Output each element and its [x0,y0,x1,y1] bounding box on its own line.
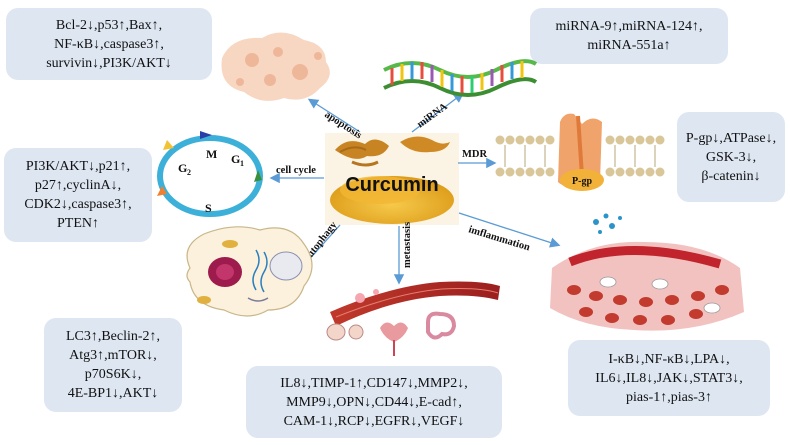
pgp-label: P-gp [572,176,592,187]
mirna-box: miRNA-9↑,miRNA-124↑, miRNA-551a↑ [530,8,728,64]
membrane-pgp-icon [495,113,665,191]
autophagy-line: 4E-BP1↓,AKT↓ [67,386,159,401]
mdr-line: β-catenin↓ [701,168,761,184]
curcumin-title: Curcumin [345,174,438,196]
autophagy-line: p70S6K↓, [84,367,142,382]
metastasis-box: IL8↓,TIMP-1↑,CD147↓,MMP2↓, MMP9↓,OPN↓,CD… [246,366,502,438]
phase-g1-label: G [231,152,240,166]
mirna-strand-icon [383,59,538,97]
inflammation-label: imflammation [467,224,531,253]
cell-cycle-box: PI3K/AKT↓,p21↑, p27↑,cyclinA↓, CDK2↓,cas… [4,148,152,242]
metastasis-label: metastasis [402,222,413,268]
autophagy-line: LC3↑,Beclin-2↑, [65,329,161,344]
mirna-label: miRNA [415,101,450,130]
mdr-line: GSK-3↓, [705,149,757,165]
apoptosis-line: survivin↓,PI3K/AKT↓ [46,55,172,71]
inflammation-line: IL6↓,IL8↓,JAK↓,STAT3↓, [595,370,743,386]
autophagy-cell-icon [186,226,313,317]
inflamed-tissue-icon [550,213,744,331]
autophagy-line: Atg3↑,mTOR↓, [69,348,157,363]
apoptosis-line: NF-κB↓,caspase3↑, [54,36,164,52]
cell-cycle-icon [157,131,263,217]
phase-s-label: S [205,201,212,215]
metastasis-vessel-icon [326,281,500,356]
apoptosis-box: Bcl-2↓,p53↑,Bax↑, NF-κB↓,caspase3↑, surv… [6,8,212,80]
cell-cycle-label: cell cycle [276,165,316,176]
mdr-label: MDR [462,149,487,160]
phase-m-label: M [206,147,217,161]
inflammation-box: I-κB↓,NF-κB↓,LPA↓, IL6↓,IL8↓,JAK↓,STAT3↓… [568,340,770,416]
cell-cycle-line: CDK2↓,caspase3↑, [24,197,132,212]
cell-cycle-line: PI3K/AKT↓,p21↑, [25,159,131,174]
mdr-line: P-gp↓,ATPase↓, [685,130,777,146]
mirna-line: miRNA-9↑,miRNA-124↑, [555,19,703,34]
cell-cycle-line: p27↑,cyclinA↓, [34,178,122,193]
mirna-line: miRNA-551a↑ [587,38,671,53]
mdr-box: P-gp↓,ATPase↓, GSK-3↓, β-catenin↓ [677,112,785,202]
curcumin-image [325,133,459,225]
apoptotic-cell-icon [221,32,330,101]
autophagy-box: LC3↑,Beclin-2↑, Atg3↑,mTOR↓, p70S6K↓, 4E… [44,318,182,412]
apoptosis-line: Bcl-2↓,p53↑,Bax↑, [55,17,163,33]
phase-g1-subscript: 1 [240,159,244,168]
inflammation-line: pias-1↑,pias-3↑ [626,389,712,405]
metastasis-line: MMP9↓,OPN↓,CD44↓,E-cad↑, [286,394,462,410]
metastasis-line: IL8↓,TIMP-1↑,CD147↓,MMP2↓, [280,375,468,391]
phase-g2-label: G [178,161,187,175]
metastasis-line: CAM-1↓,RCP↓,EGFR↓,VEGF↓ [283,413,465,429]
inflammation-line: I-κB↓,NF-κB↓,LPA↓, [608,351,730,367]
phase-g2-subscript: 2 [187,168,191,177]
cell-cycle-line: PTEN↑ [57,216,99,231]
